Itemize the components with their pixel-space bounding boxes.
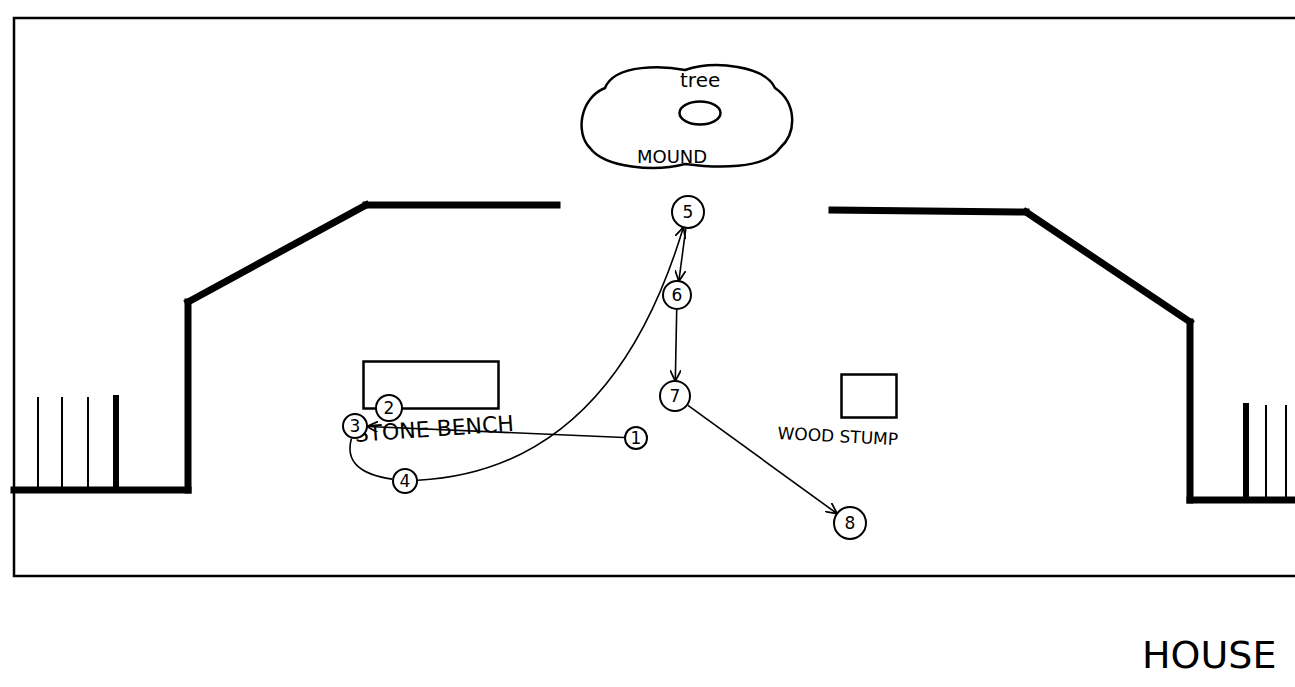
callout-number: 8 — [845, 515, 856, 532]
callout-circle: 5 — [671, 195, 705, 229]
house-label: HOUSE — [1142, 636, 1276, 674]
wall-line — [1187, 322, 1194, 500]
path-arrow — [688, 405, 836, 513]
wood-stump: WOOD STUMP — [840, 373, 898, 419]
fence-post — [1265, 406, 1267, 500]
fence-post — [1285, 406, 1287, 500]
callout-circle: 7 — [659, 380, 691, 412]
wall-line — [188, 205, 366, 302]
left-wall — [14, 205, 557, 490]
shape-outline — [678, 100, 722, 126]
wall-line — [185, 302, 192, 490]
wall-line — [14, 487, 188, 494]
callout-number: 7 — [670, 388, 681, 405]
outline-path — [582, 65, 793, 168]
callout-number: 2 — [384, 400, 395, 417]
place-label: WOOD STUMP — [777, 425, 898, 448]
callout-circle: 4 — [392, 468, 418, 494]
mound-outline: MOUND tree — [575, 58, 797, 174]
callout-number: 3 — [350, 418, 361, 435]
path-arrow — [679, 229, 686, 280]
callout-number: 5 — [683, 204, 694, 221]
callout-circle: 8 — [833, 506, 867, 540]
fence-post — [37, 398, 39, 490]
wall-line — [366, 202, 557, 209]
callout-circle: 2 — [375, 394, 403, 422]
wall-line — [832, 210, 1026, 212]
callout-number: 4 — [400, 473, 411, 490]
fence-post — [87, 398, 89, 490]
tree-symbol: tree — [678, 100, 722, 126]
place-label: MOUND — [637, 148, 707, 166]
fence-post — [61, 398, 63, 490]
path-arrow — [418, 228, 683, 480]
path-arrow — [368, 427, 624, 438]
outline-path — [680, 102, 721, 125]
fence-post — [1243, 406, 1249, 500]
callout-circle: 1 — [624, 426, 648, 450]
callout-number: 6 — [672, 287, 683, 304]
fence-post — [113, 398, 119, 490]
wall-line — [1026, 212, 1190, 322]
place-label: tree — [680, 70, 720, 90]
wall-line — [1190, 497, 1295, 504]
callout-circle: 6 — [662, 280, 692, 310]
outline-path — [842, 375, 897, 418]
stone-bench: STONE BENCH2 — [362, 360, 500, 410]
right-wall — [832, 210, 1295, 500]
path-arrow — [675, 310, 676, 380]
callout-number: 1 — [631, 430, 642, 447]
plan-border — [14, 18, 1295, 576]
shape-outline — [840, 373, 898, 419]
callout-circle: 3 — [342, 413, 368, 439]
path-arrow — [350, 439, 392, 480]
